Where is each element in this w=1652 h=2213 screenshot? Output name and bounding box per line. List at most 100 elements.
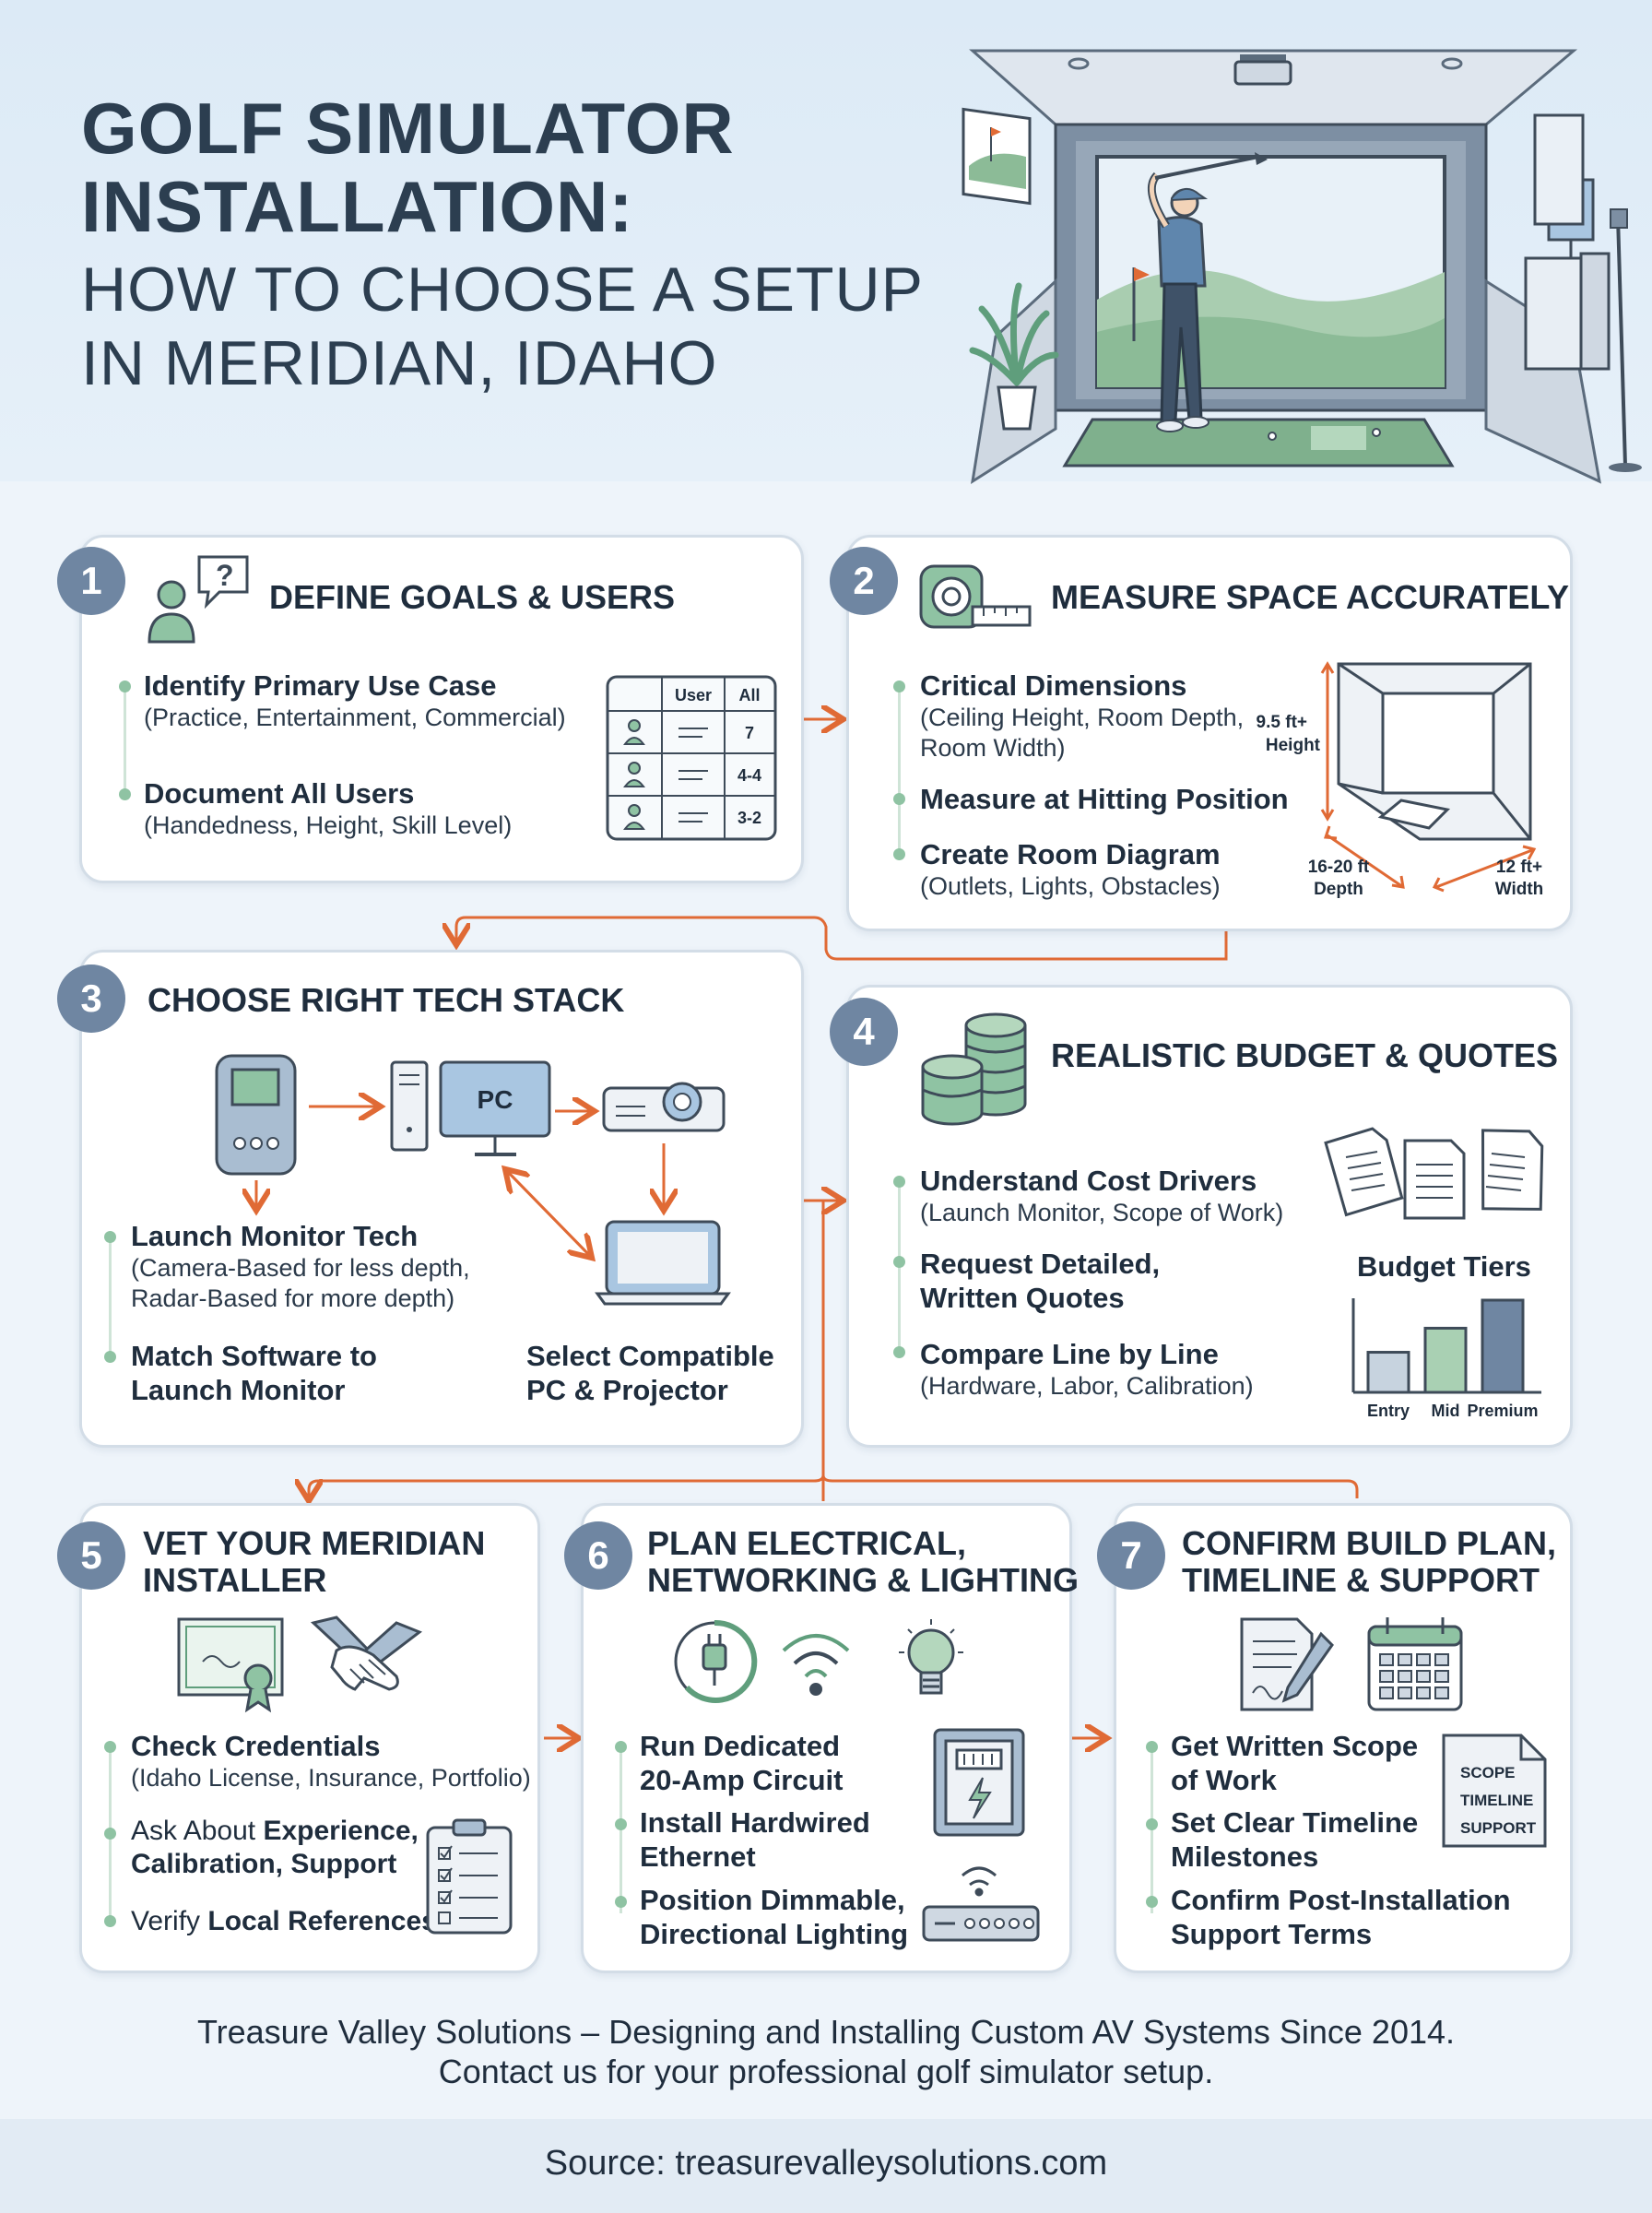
bullet — [104, 1741, 116, 1753]
pc-label: PC — [478, 1085, 513, 1114]
step-1-item-1: Identify Primary Use Case(Practice, Ente… — [144, 669, 566, 732]
height-label: Height — [1266, 736, 1321, 755]
step-4-item-2: Request Detailed,Written Quotes — [920, 1248, 1161, 1315]
doc-line-scope: SCOPE — [1460, 1764, 1516, 1781]
depth-label: Depth — [1314, 880, 1363, 899]
step-2-title: MEASURE SPACE ACCURATELY — [1051, 578, 1570, 616]
title-line-1: GOLF SIMULATOR — [81, 88, 735, 169]
title-line-4: IN MERIDIAN, IDAHO — [81, 328, 718, 398]
step-2-rail — [898, 687, 901, 853]
table-cell: 3-2 — [738, 809, 761, 827]
step-1-item-2: Document All Users(Handedness, Height, S… — [144, 777, 513, 840]
bullet — [1146, 1818, 1158, 1830]
source-link[interactable]: Source: treasurevalleysolutions.com — [544, 2144, 1108, 2183]
bar-entry — [1366, 1351, 1410, 1394]
table-cell: 7 — [745, 724, 754, 742]
title-line-3: HOW TO CHOOSE A SETUP — [81, 254, 924, 325]
budget-tiers-chart: Entry Mid Premium — [1351, 1298, 1541, 1420]
tape-measure-icon — [919, 564, 1032, 629]
bullet — [893, 848, 905, 860]
step-4-item-3: Compare Line by Line(Hardware, Labor, Ca… — [920, 1338, 1254, 1401]
step-7-title: CONFIRM BUILD PLAN,TIMELINE & SUPPORT — [1182, 1524, 1556, 1600]
bullet — [615, 1896, 627, 1908]
bullet — [104, 1351, 116, 1363]
step-3-badge: 3 — [57, 964, 125, 1033]
plan-calendar-icons — [1240, 1617, 1463, 1711]
user-table-graphic: User All 7 4-4 3-2 — [606, 675, 777, 841]
source-bar — [0, 2119, 1652, 2213]
step-2-item-3: Create Room Diagram(Outlets, Lights, Obs… — [920, 838, 1221, 901]
signed-document-icon — [1240, 1617, 1334, 1711]
title-line-2: INSTALLATION: — [81, 166, 634, 247]
tier-label-premium: Premium — [1467, 1402, 1538, 1420]
width-value: 12 ft+ — [1496, 858, 1542, 877]
bullet — [615, 1741, 627, 1753]
step-2-item-1: Critical Dimensions(Ceiling Height, Room… — [920, 669, 1245, 762]
step-4-title: REALISTIC BUDGET & QUOTES — [1051, 1036, 1559, 1074]
depth-value: 16-20 ft — [1308, 858, 1370, 877]
doc-line-support: SUPPORT — [1460, 1819, 1537, 1837]
table-header-all: All — [738, 686, 760, 704]
scope-document-icon: SCOPE TIMELINE SUPPORT — [1442, 1734, 1547, 1848]
width-label: Width — [1495, 880, 1544, 899]
screen-icon — [595, 1220, 731, 1306]
step-6-item-3: Position Dimmable,Directional Lighting — [640, 1884, 909, 1951]
light-bulb-icon — [899, 1619, 963, 1695]
projector-icon — [602, 1082, 726, 1132]
step-5-item-3: Verify Local References — [131, 1906, 437, 1936]
bullet — [893, 680, 905, 692]
certificate-icon — [177, 1617, 284, 1713]
panel-router-icons — [922, 1728, 1040, 1942]
footer-company-line: Treasure Valley Solutions – Designing an… — [196, 2013, 1456, 2051]
bar-mid — [1423, 1326, 1468, 1394]
bullet — [104, 1828, 116, 1840]
step-3-rail — [109, 1237, 112, 1357]
step-5-item-1: Check Credentials(Idaho License, Insuran… — [131, 1730, 531, 1793]
utility-icons — [674, 1619, 963, 1703]
bar-premium — [1481, 1298, 1525, 1394]
bullet — [893, 793, 905, 805]
certificate-handshake-icon — [177, 1615, 423, 1713]
calendar-icon — [1367, 1617, 1463, 1711]
tech-stack-diagram: PC — [215, 1054, 731, 1306]
step-1-rail — [124, 687, 126, 798]
launch-monitor-icon — [215, 1054, 297, 1176]
table-cell: 4-4 — [738, 766, 761, 785]
step-5-item-2: Ask About Experience,Calibration, Suppor… — [131, 1816, 419, 1879]
tier-label-entry: Entry — [1367, 1402, 1410, 1420]
step-3-item-1: Launch Monitor Tech(Camera-Based for les… — [131, 1220, 470, 1312]
checklist-clipboard-icon — [426, 1818, 513, 1935]
step-6-title: PLAN ELECTRICAL,NETWORKING & LIGHTING — [647, 1524, 1079, 1600]
bullet — [119, 680, 131, 692]
bullet — [615, 1818, 627, 1830]
golfer-room-illustration — [962, 49, 1642, 485]
height-value: 9.5 ft+ — [1257, 713, 1307, 732]
handshake-icon — [310, 1615, 423, 1691]
table-header-user: User — [675, 686, 712, 704]
step-7-rail — [1150, 1747, 1153, 1913]
bullet — [119, 788, 131, 800]
router-icon — [922, 1866, 1040, 1942]
bullet — [893, 1256, 905, 1268]
quote-documents-icon — [1324, 1127, 1544, 1220]
bullet — [893, 1176, 905, 1188]
step-2-item-2: Measure at Hitting Position — [920, 783, 1289, 815]
users-question-icon: ? — [148, 555, 249, 644]
room-dimensions-diagram: 9.5 ft+ Height 16-20 ft Depth 12 ft+ Wid… — [1257, 661, 1544, 899]
step-2-badge: 2 — [830, 547, 898, 615]
bullet — [893, 1346, 905, 1358]
bullet — [104, 1231, 116, 1243]
step-4-badge: 4 — [830, 998, 898, 1066]
electrical-panel-icon — [933, 1728, 1025, 1837]
budget-tiers-title: Budget Tiers — [1357, 1250, 1531, 1283]
step-3-card — [79, 950, 804, 1448]
footer-contact-line: Contact us for your professional golf si… — [438, 2053, 1214, 2090]
bullet — [1146, 1896, 1158, 1908]
step-6-badge: 6 — [564, 1521, 632, 1590]
